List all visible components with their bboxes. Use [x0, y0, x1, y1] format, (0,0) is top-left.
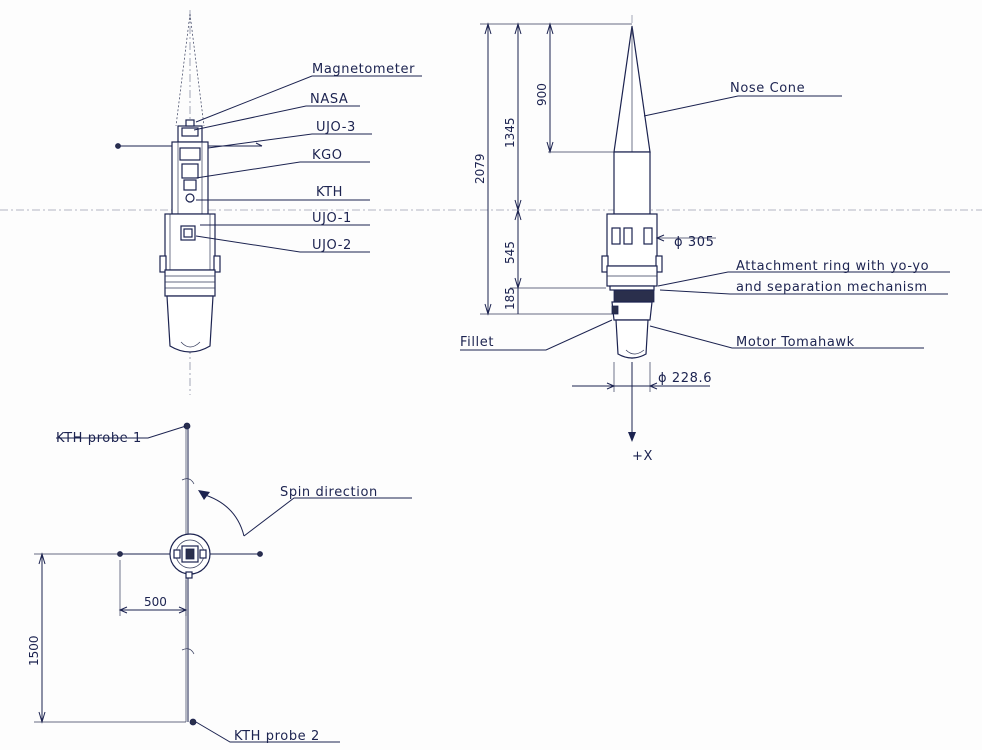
dim-diameter-228: ϕ 228.6 [658, 371, 712, 386]
label-motor: Motor Tomahawk [736, 335, 855, 350]
left-rocket-view [115, 13, 263, 353]
label-magnetometer: Magnetometer [312, 62, 415, 77]
dim-payload-length: 1345 [503, 117, 517, 148]
right-leader-lines [460, 95, 950, 351]
label-ujo2: UJO-2 [312, 238, 352, 253]
label-kgo: KGO [312, 148, 343, 163]
label-axis: +X [632, 449, 653, 464]
top-view-dimensions [34, 425, 412, 743]
label-attachment-ring-line2: and separation mechanism [736, 280, 928, 295]
dim-probe-span: 1500 [27, 635, 41, 666]
label-kth: KTH [316, 185, 343, 200]
label-ujo3: UJO-3 [316, 120, 356, 135]
dim-nose-length: 900 [535, 83, 549, 106]
label-nasa: NASA [310, 92, 348, 107]
right-dimension-lines [480, 22, 716, 392]
label-nose-cone: Nose Cone [730, 81, 805, 96]
label-kth-probe-1: KTH probe 1 [56, 431, 142, 446]
top-view [117, 422, 263, 726]
dim-section-545: 545 [503, 241, 517, 264]
dim-section-185: 185 [503, 287, 517, 310]
label-spin-direction: Spin direction [280, 485, 378, 500]
left-leader-lines [193, 75, 422, 253]
label-ujo1: UJO-1 [312, 211, 352, 226]
label-kth-probe-2: KTH probe 2 [234, 729, 320, 744]
dim-diameter-305: ϕ 305 [674, 235, 715, 250]
right-rocket-view [601, 25, 663, 442]
dim-total-length: 2079 [473, 153, 487, 184]
label-attachment-ring-line1: Attachment ring with yo-yo [736, 259, 929, 274]
dim-probe-arm: 500 [144, 595, 167, 609]
label-fillet: Fillet [460, 335, 494, 350]
